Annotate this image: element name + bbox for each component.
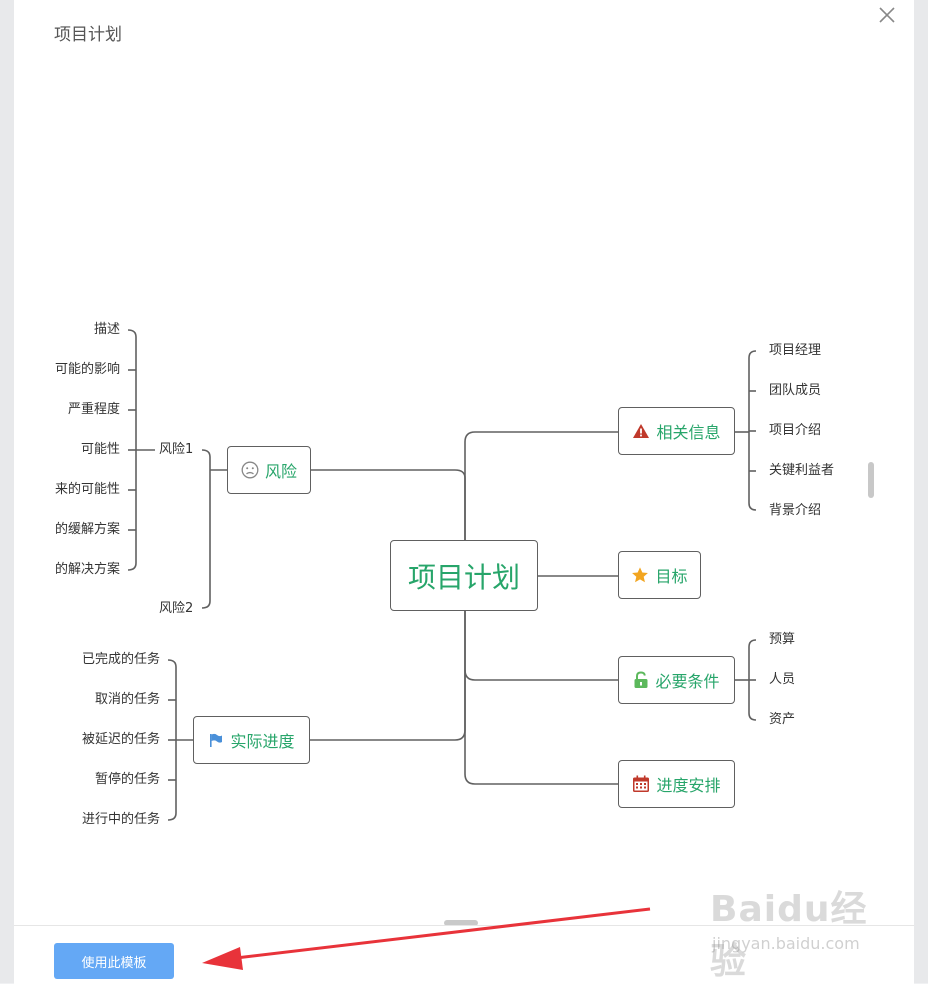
branch-label-progress: 实际进度	[230, 732, 295, 751]
use-template-button[interactable]: 使用此模板	[54, 943, 174, 979]
leaf-info-5[interactable]: 背景介绍	[769, 503, 822, 518]
background-left	[0, 0, 14, 983]
leaf-req-2[interactable]: 人员	[769, 672, 796, 687]
baidu-watermark: Baidu经验 jingyan.baidu.com	[700, 880, 900, 982]
leaf-info-4[interactable]: 关键利益者	[769, 463, 835, 478]
branch-label-info: 相关信息	[656, 423, 721, 442]
center-node-label: 项目计划	[407, 560, 520, 594]
lock-icon	[633, 671, 649, 689]
leaf-risk-2[interactable]: 风险2	[159, 601, 194, 616]
flag-icon	[208, 732, 224, 748]
branch-node-progress[interactable]: 实际进度	[193, 716, 310, 764]
leaf-risk1-7[interactable]: 的解决方案	[54, 562, 120, 577]
watermark-url: jingyan.baidu.com	[712, 934, 860, 953]
branch-label-schedule: 进度安排	[656, 776, 721, 795]
branch-node-goal[interactable]: 目标	[618, 551, 701, 599]
star-icon	[631, 566, 649, 584]
calendar-icon	[632, 775, 650, 793]
template-preview-modal: 项目计划	[14, 0, 914, 984]
leaf-info-2[interactable]: 团队成员	[769, 383, 822, 398]
leaf-progress-1[interactable]: 已完成的任务	[81, 652, 160, 667]
branch-node-schedule[interactable]: 进度安排	[618, 760, 735, 808]
leaf-info-3[interactable]: 项目介绍	[769, 423, 822, 438]
connector-schedule	[464, 670, 619, 785]
connector-info	[464, 431, 619, 540]
connector-req	[464, 610, 619, 681]
frown-face-icon	[241, 461, 259, 479]
center-node[interactable]: 项目计划	[390, 540, 538, 611]
warning-icon	[632, 423, 650, 439]
connector-risk	[310, 469, 466, 540]
mindmap-connectors	[127, 329, 757, 821]
leaf-progress-2[interactable]: 取消的任务	[94, 692, 160, 707]
close-icon[interactable]	[876, 4, 898, 26]
leaf-req-3[interactable]: 资产	[769, 712, 796, 727]
leaf-risk1-4[interactable]: 可能性	[80, 442, 120, 457]
vertical-scrollbar-thumb[interactable]	[868, 462, 874, 498]
leaf-req-1[interactable]: 预算	[769, 632, 796, 647]
leaf-risk1-1[interactable]: 描述	[93, 322, 120, 337]
leaf-risk1-5[interactable]: 来的可能性	[54, 482, 120, 497]
branch-label-risk: 风险	[264, 462, 297, 481]
leaf-progress-5[interactable]: 进行中的任务	[81, 812, 160, 827]
leaf-progress-3[interactable]: 被延迟的任务	[81, 732, 160, 747]
modal-title: 项目计划	[54, 25, 122, 45]
leaf-risk-1[interactable]: 风险1	[159, 442, 194, 457]
leaf-info-1[interactable]: 项目经理	[769, 343, 822, 358]
leaf-risk1-2[interactable]: 可能的影响	[54, 362, 120, 377]
branch-label-req: 必要条件	[655, 672, 720, 691]
leaf-risk1-6[interactable]: 的缓解方案	[54, 522, 120, 537]
leaf-risk1-3[interactable]: 严重程度	[67, 402, 120, 417]
branch-node-info[interactable]: 相关信息	[618, 407, 735, 455]
mindmap-canvas: 项目计划 相关信息 目标 必要条件 进度安排	[14, 0, 914, 925]
connector-progress	[310, 610, 466, 741]
branch-label-goal: 目标	[655, 567, 688, 586]
branch-node-req[interactable]: 必要条件	[618, 656, 735, 704]
leaf-progress-4[interactable]: 暂停的任务	[94, 772, 160, 787]
background-right	[914, 0, 928, 983]
watermark-logo: Baidu经验	[710, 889, 868, 982]
branch-node-risk[interactable]: 风险	[227, 446, 311, 494]
